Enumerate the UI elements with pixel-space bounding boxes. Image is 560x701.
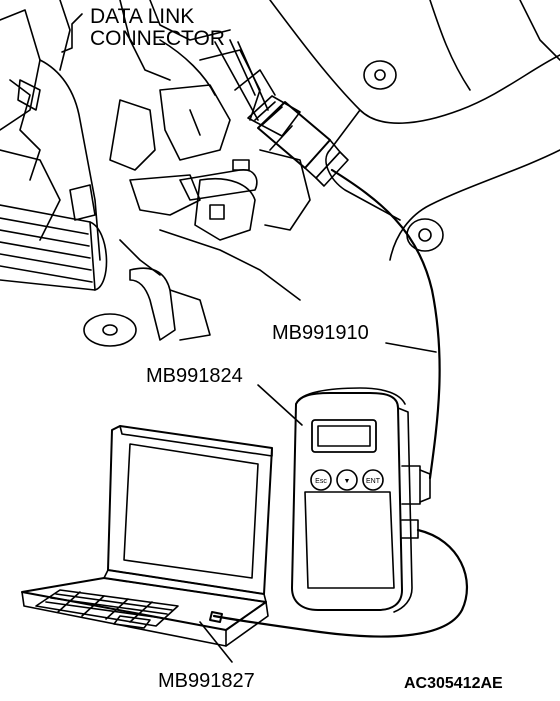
- laptop: [21, 425, 273, 647]
- dlc-leader-line-2: [237, 41, 269, 111]
- device-button-esc-label: Esc: [315, 478, 327, 485]
- device-button-ent: [362, 469, 384, 491]
- label-mb991910: MB991910: [272, 322, 369, 344]
- dlc-leader-line-1: [214, 41, 259, 121]
- label-connector: CONNECTOR: [90, 27, 225, 50]
- label-mb991827: MB991827: [158, 670, 255, 692]
- mb991910-cable: [330, 168, 441, 480]
- label-mb991824: MB991824: [146, 365, 243, 387]
- device-button-ent-label: ENT: [366, 478, 381, 485]
- dlc-leader-bracket: [61, 13, 83, 53]
- device-button-down-label: ▼: [344, 478, 351, 485]
- mb991827-cable: [212, 528, 468, 638]
- device-button-esc: [310, 469, 332, 491]
- device-button-down: [336, 469, 358, 491]
- mb991824-leader: [257, 384, 303, 426]
- label-data-link: DATA LINK: [90, 5, 195, 28]
- figure-id: AC305412AE: [404, 675, 503, 692]
- mb991827-leader: [199, 621, 233, 663]
- mb991824-device: [291, 387, 431, 613]
- engine-bay-illustration: [0, 0, 560, 347]
- mb991910-plug: [257, 101, 349, 187]
- mb991910-leader: [385, 342, 437, 353]
